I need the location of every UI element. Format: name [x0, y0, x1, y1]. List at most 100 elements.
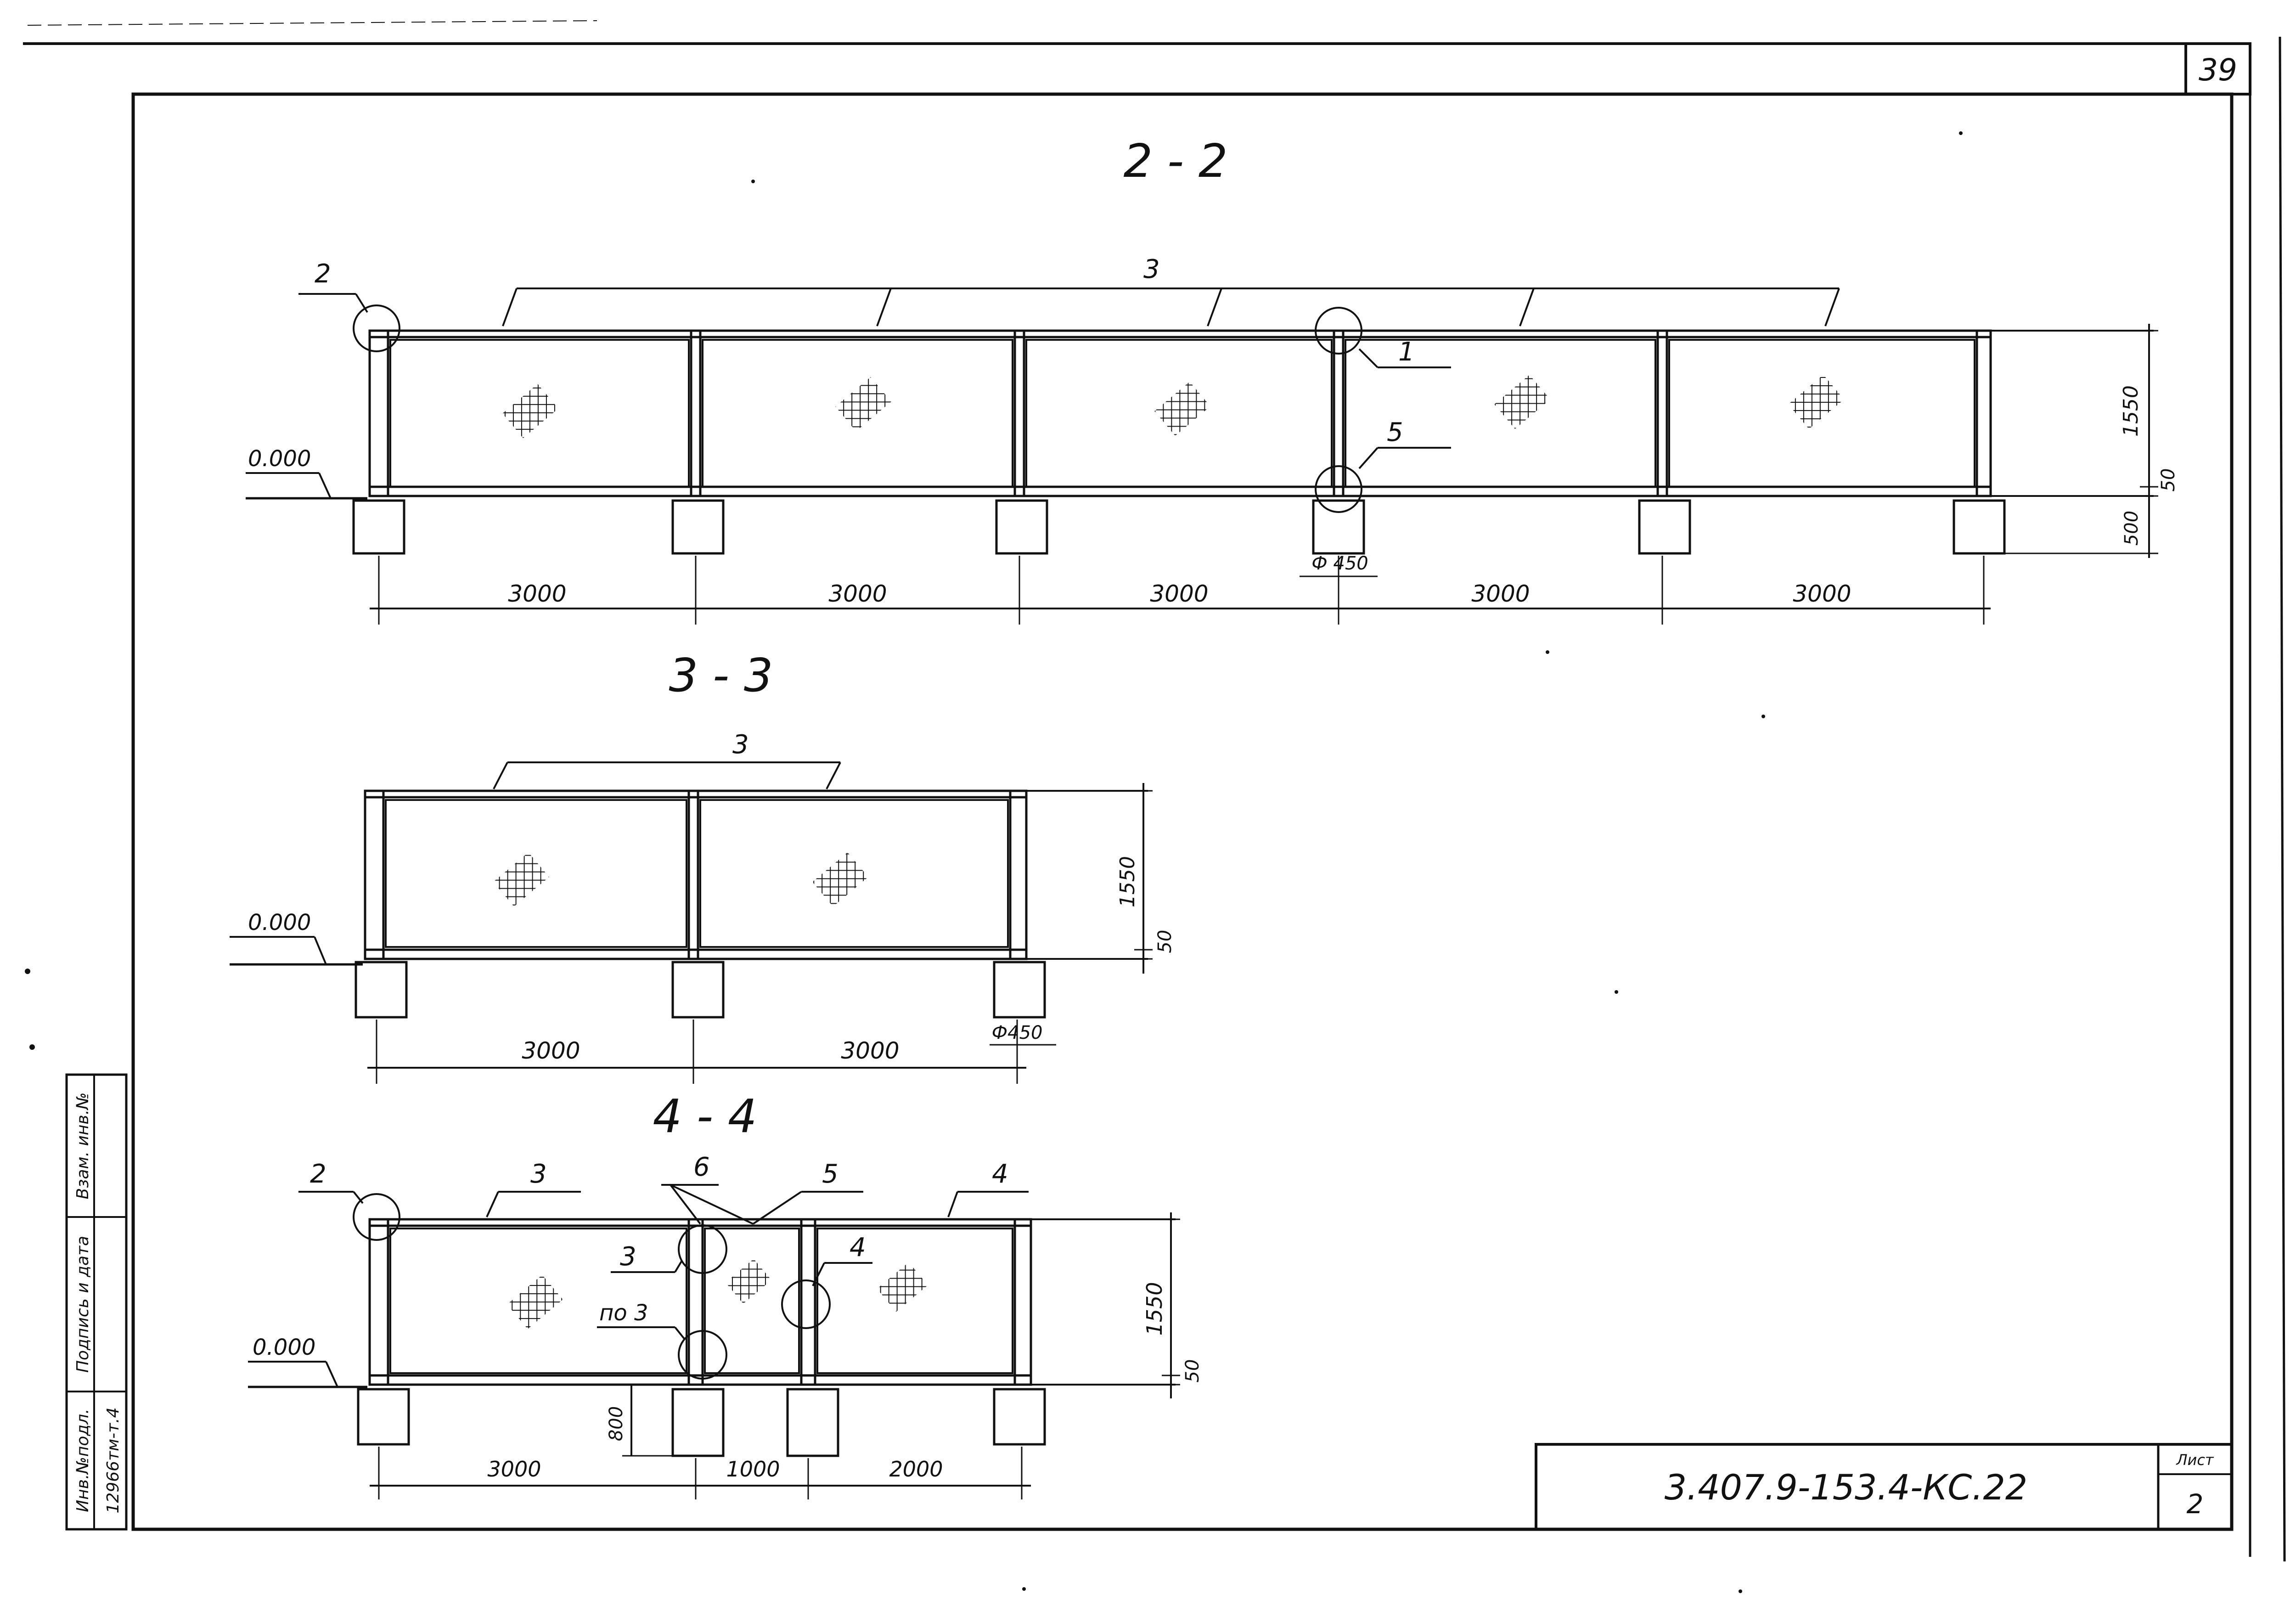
panel — [1025, 339, 1333, 488]
callout-4: 4 — [992, 1159, 1008, 1189]
post — [368, 1218, 389, 1386]
span-dimension: 3000 — [487, 1457, 541, 1482]
speck — [1615, 990, 1618, 994]
speck — [751, 180, 755, 183]
level-tick — [318, 473, 332, 499]
height-dimension: 1550 — [1116, 856, 1139, 907]
post — [1975, 329, 1992, 497]
post — [368, 329, 389, 497]
bracket-leg — [826, 762, 841, 789]
span-dimension: 3000 — [828, 580, 887, 607]
span-dimension: 1000 — [726, 1457, 780, 1482]
post — [1013, 329, 1025, 497]
title-block-frame — [1535, 1443, 2233, 1531]
callout-3: 3 — [530, 1159, 547, 1189]
speck — [1959, 131, 1963, 135]
panel — [389, 339, 690, 488]
post — [800, 1218, 816, 1386]
bracket-leg — [876, 288, 892, 327]
panel — [389, 1228, 687, 1374]
sheet-frame: 39 — [23, 20, 2286, 1562]
offset-dimension: 800 — [606, 1406, 627, 1441]
callout-leader — [355, 293, 368, 313]
span-dimension: 3000 — [1471, 580, 1530, 607]
callout-3-detail: 3 — [620, 1242, 636, 1272]
span-dimension: 3000 — [1150, 580, 1208, 607]
top-trim-line-faint — [27, 20, 597, 26]
mesh-hatch — [502, 384, 558, 438]
bracket-leg — [493, 762, 508, 789]
panel — [1345, 339, 1656, 488]
bottom-rail — [364, 948, 1028, 960]
span-dimension: 3000 — [841, 1037, 899, 1064]
speck — [25, 969, 30, 974]
span-dimension: 3000 — [508, 580, 566, 607]
section-4-4: 0.000 2 3 6 5 — [248, 1152, 1203, 1499]
bracket-leg — [1207, 288, 1222, 327]
footing — [357, 1388, 410, 1446]
stamp-frame — [65, 1073, 128, 1531]
depth-dimension: 500 — [2121, 511, 2142, 546]
post — [1656, 329, 1668, 497]
mesh-hatch — [877, 1262, 928, 1312]
span-dimension: 3000 — [522, 1037, 580, 1064]
detail-circle — [1315, 307, 1362, 355]
stamp-inv-value: 12966тм-т.4 — [104, 1408, 123, 1514]
callout-leader — [674, 1260, 683, 1273]
speck — [1761, 715, 1765, 718]
footing — [671, 1388, 725, 1457]
callout-2: 2 — [315, 259, 331, 289]
post-diameter: Ф 450 — [1311, 553, 1368, 574]
outer-frame — [131, 92, 2234, 1531]
span-dimension: 3000 — [1793, 580, 1851, 607]
panel — [699, 799, 1009, 948]
span-dimension: 2000 — [889, 1457, 943, 1482]
footing — [1953, 499, 2006, 555]
callout-leader — [670, 1184, 701, 1225]
callout-6: 6 — [693, 1152, 710, 1182]
height-dimension: 1550 — [1142, 1282, 1167, 1335]
level-label: 0.000 — [248, 446, 311, 472]
callout-1: 1 — [1398, 337, 1415, 367]
mesh-hatch — [726, 1259, 771, 1304]
callout-leader — [812, 1262, 825, 1286]
post — [1333, 329, 1345, 497]
speck — [1546, 650, 1549, 654]
post — [1009, 789, 1028, 960]
panel — [816, 1228, 1013, 1374]
sheet-index: 2 — [2187, 1488, 2204, 1520]
footing — [993, 961, 1046, 1019]
callout-leader — [486, 1191, 499, 1217]
bottom-rail — [368, 485, 1992, 497]
callout-leader — [670, 1184, 754, 1225]
post-diameter: Ф450 — [992, 1022, 1043, 1043]
post — [687, 1218, 704, 1386]
mesh-hatch — [507, 1275, 563, 1329]
callout-3: 3 — [1143, 254, 1160, 284]
callout-leader — [752, 1191, 802, 1225]
stamp-vzam: Взам. инв.№ — [73, 1093, 92, 1200]
panel — [1668, 339, 1975, 488]
sheet-label: Лист — [2176, 1451, 2214, 1469]
mesh-hatch — [812, 852, 868, 907]
right-edge-line-outer — [2279, 36, 2286, 1562]
section-2-2-title: 2 - 2 — [1124, 134, 1228, 188]
post — [690, 329, 702, 497]
gap-dimension: 50 — [1154, 930, 1176, 953]
scan-specks — [25, 131, 1963, 1593]
stamp-inv-podl: Инв.№подл. — [73, 1409, 92, 1512]
bottom-rail — [368, 1374, 1032, 1386]
speck — [1022, 1587, 1026, 1591]
detail-circle — [353, 1193, 400, 1241]
height-dimension: 1550 — [2119, 385, 2143, 437]
gap-dimension: 50 — [2158, 468, 2179, 492]
mesh-hatch — [493, 852, 549, 907]
mesh-hatch — [1494, 375, 1550, 429]
detail-circle — [678, 1330, 727, 1380]
detail-circle — [781, 1279, 831, 1329]
stamp-podpis: Подпись и дата — [73, 1236, 92, 1373]
mesh-hatch — [1788, 375, 1844, 429]
detail-circle — [1315, 465, 1362, 513]
sheet-number-box — [2184, 42, 2251, 96]
footing — [671, 499, 725, 555]
